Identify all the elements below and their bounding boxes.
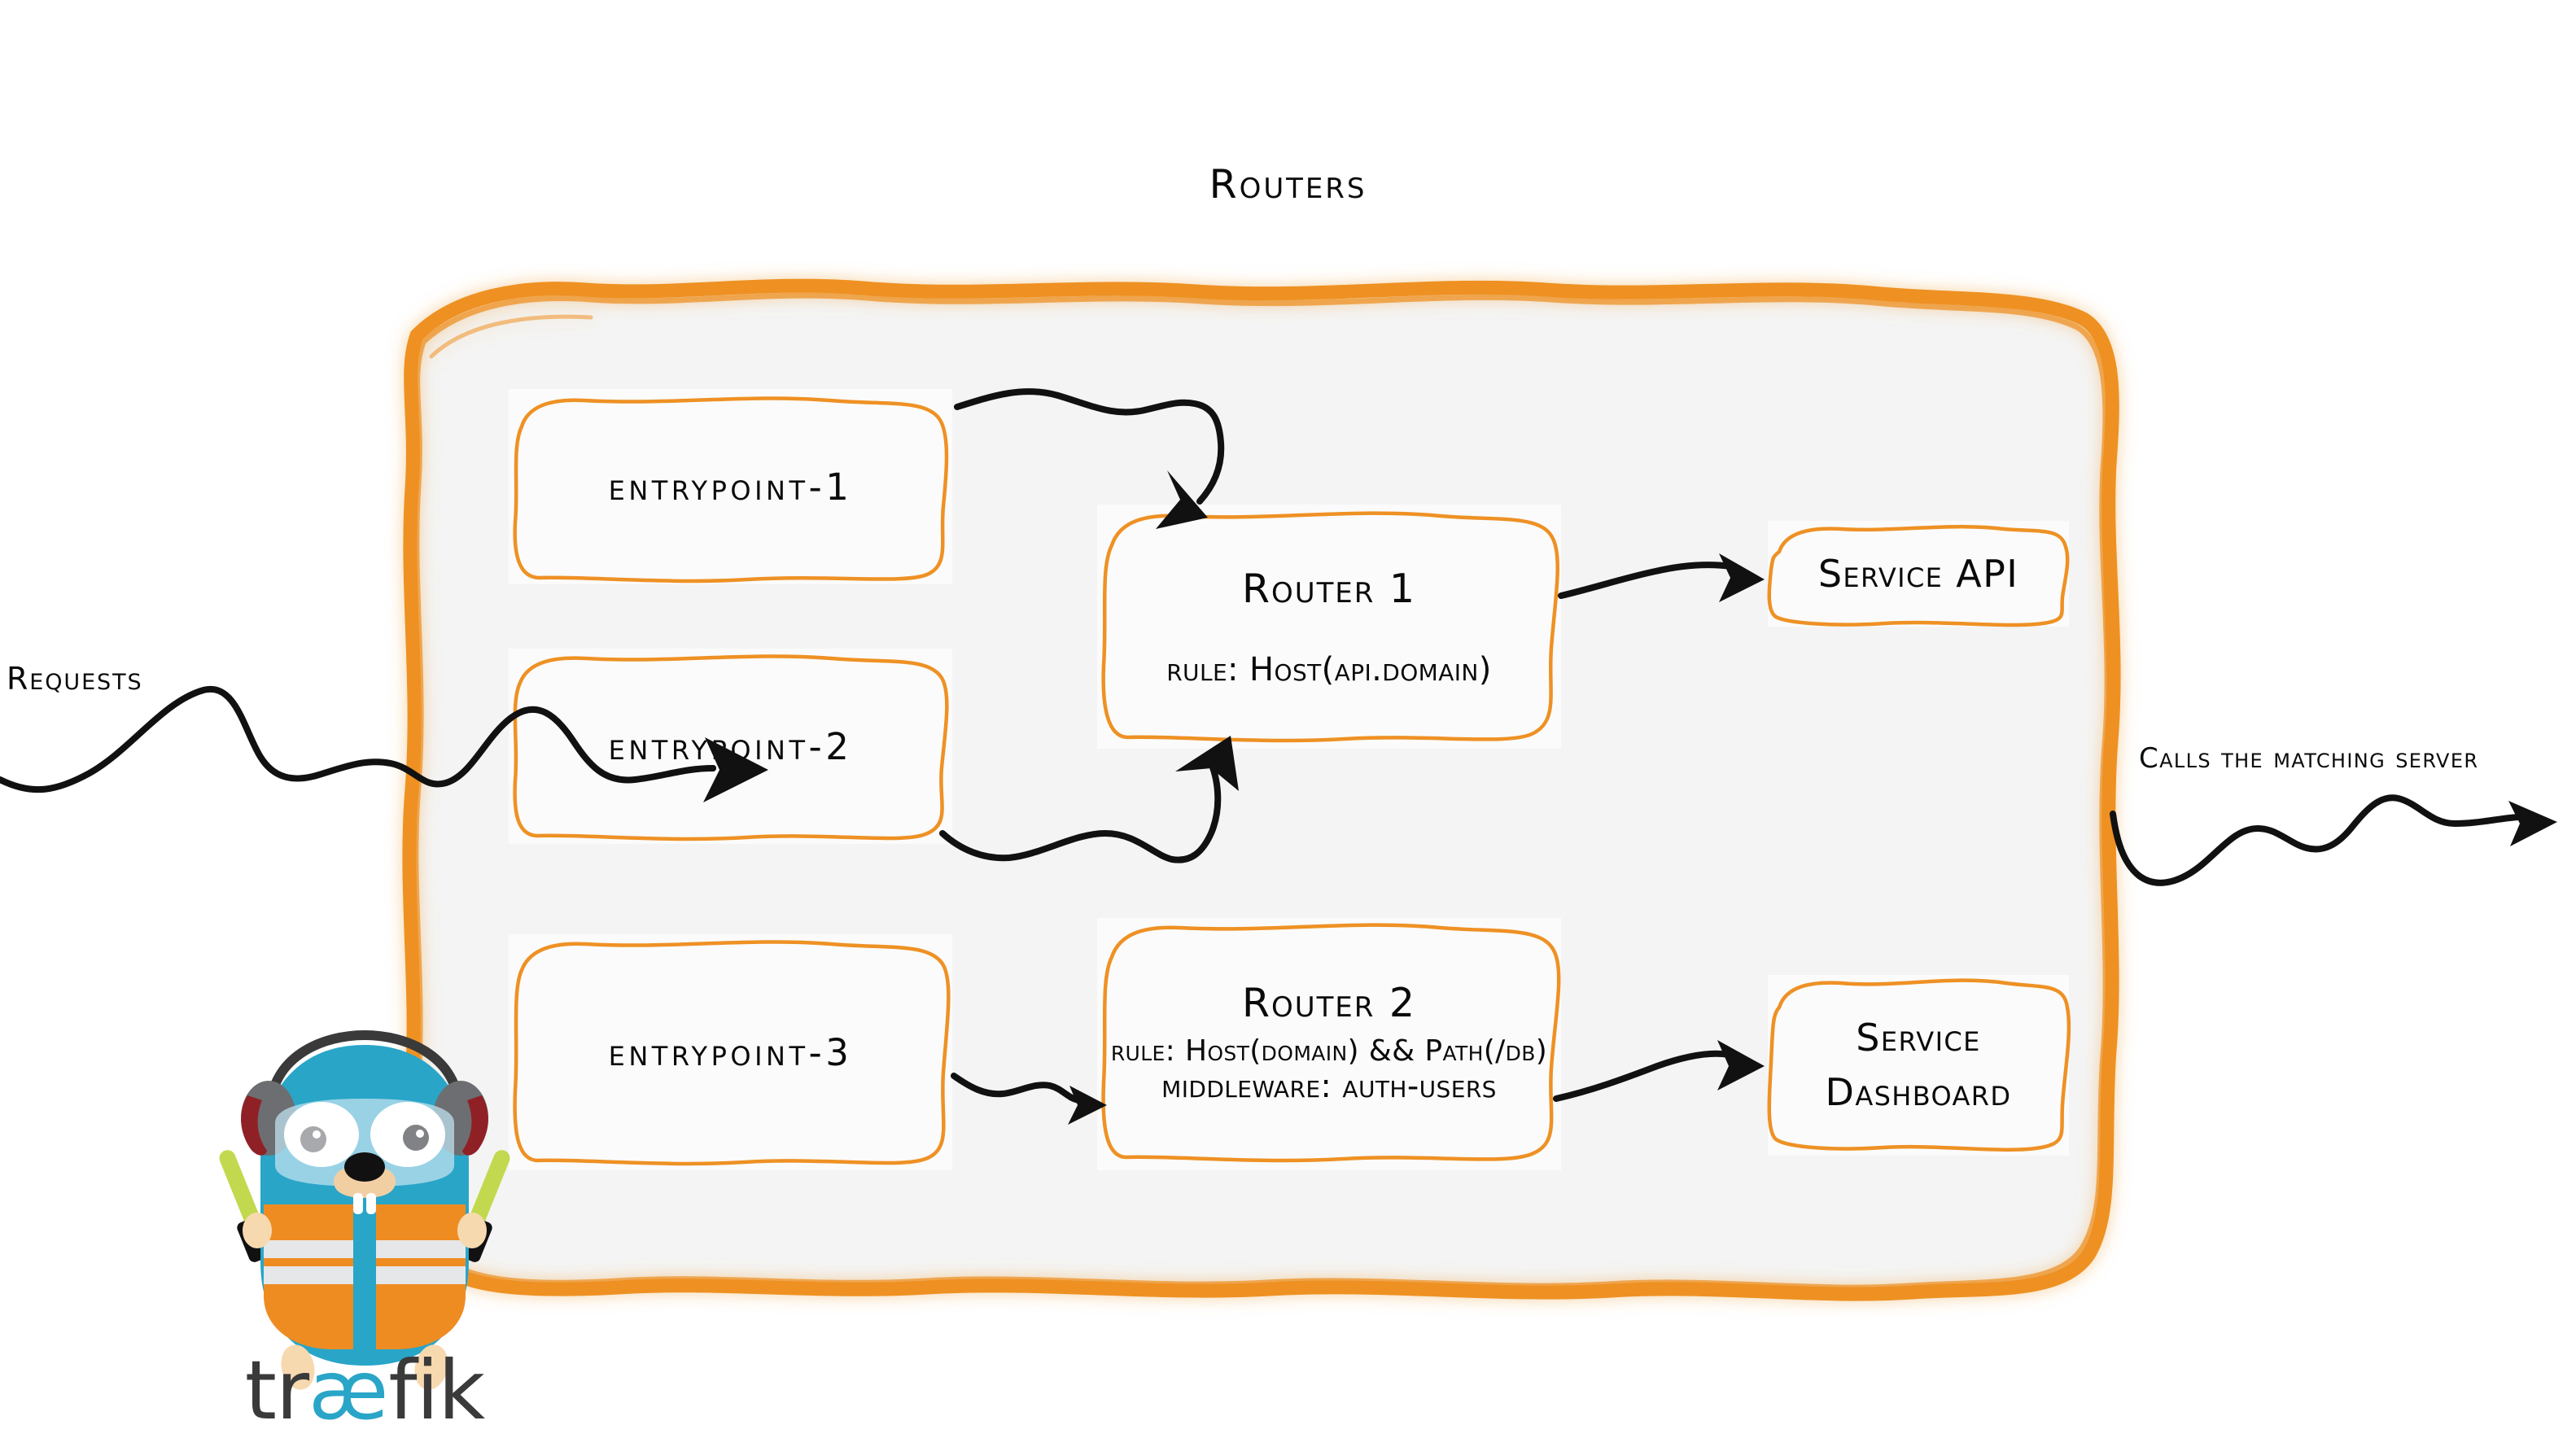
service-dashboard-label-line1: Service [1856,1016,1981,1060]
router-1-title: Router 1 [1242,565,1416,612]
arrow-calls-matching-server [2110,794,2521,886]
tooth-left [353,1193,363,1214]
node-router-2[interactable]: Router 2 rule: Host(domain) && Path(/db)… [1097,918,1561,1170]
page-title: Routers [1209,161,1367,208]
wordmark-suffix: fik [388,1343,485,1438]
traefik-logo [210,1027,519,1408]
hand-left [243,1213,272,1248]
traefik-wordmark: træfik [210,1343,519,1438]
wordmark-prefix: tr [244,1343,309,1438]
node-service-api[interactable]: Service API [1767,521,2070,627]
service-dashboard-label-line2: Dashboard [1825,1070,2012,1114]
foot-left [281,1344,315,1390]
requests-label: Requests [7,661,143,697]
service-api-label: Service API [1817,552,2019,596]
router-1-rule: rule: Host(api.domain) [1166,650,1492,688]
entrypoint-2-label: entrypoint-2 [608,724,853,768]
hand-right [457,1213,487,1248]
wordmark-ligature: æ [308,1343,389,1438]
entrypoint-1-label: entrypoint-1 [608,465,853,509]
nose [344,1152,385,1182]
calls-matching-server-label: Calls the matching server [2139,742,2479,775]
headphone-band [265,1029,464,1110]
tooth-right [366,1193,376,1214]
router-2-middleware: middleware: auth-users [1161,1068,1497,1105]
node-entrypoint-2[interactable]: entrypoint-2 [509,649,952,844]
safety-vest [264,1204,466,1349]
router-2-rule: rule: Host(domain) && Path(/db) [1110,1034,1548,1068]
node-service-dashboard[interactable]: Service Dashboard [1767,975,2071,1156]
entrypoint-3-label: entrypoint-3 [608,1030,853,1074]
node-entrypoint-3[interactable]: entrypoint-3 [509,934,952,1170]
node-router-1[interactable]: Router 1 rule: Host(api.domain) [1097,505,1561,749]
arrowhead-calls-matching-server [2508,801,2557,846]
node-entrypoint-1[interactable]: entrypoint-1 [509,389,952,584]
foot-right [414,1344,448,1390]
router-2-title: Router 2 [1242,980,1416,1026]
